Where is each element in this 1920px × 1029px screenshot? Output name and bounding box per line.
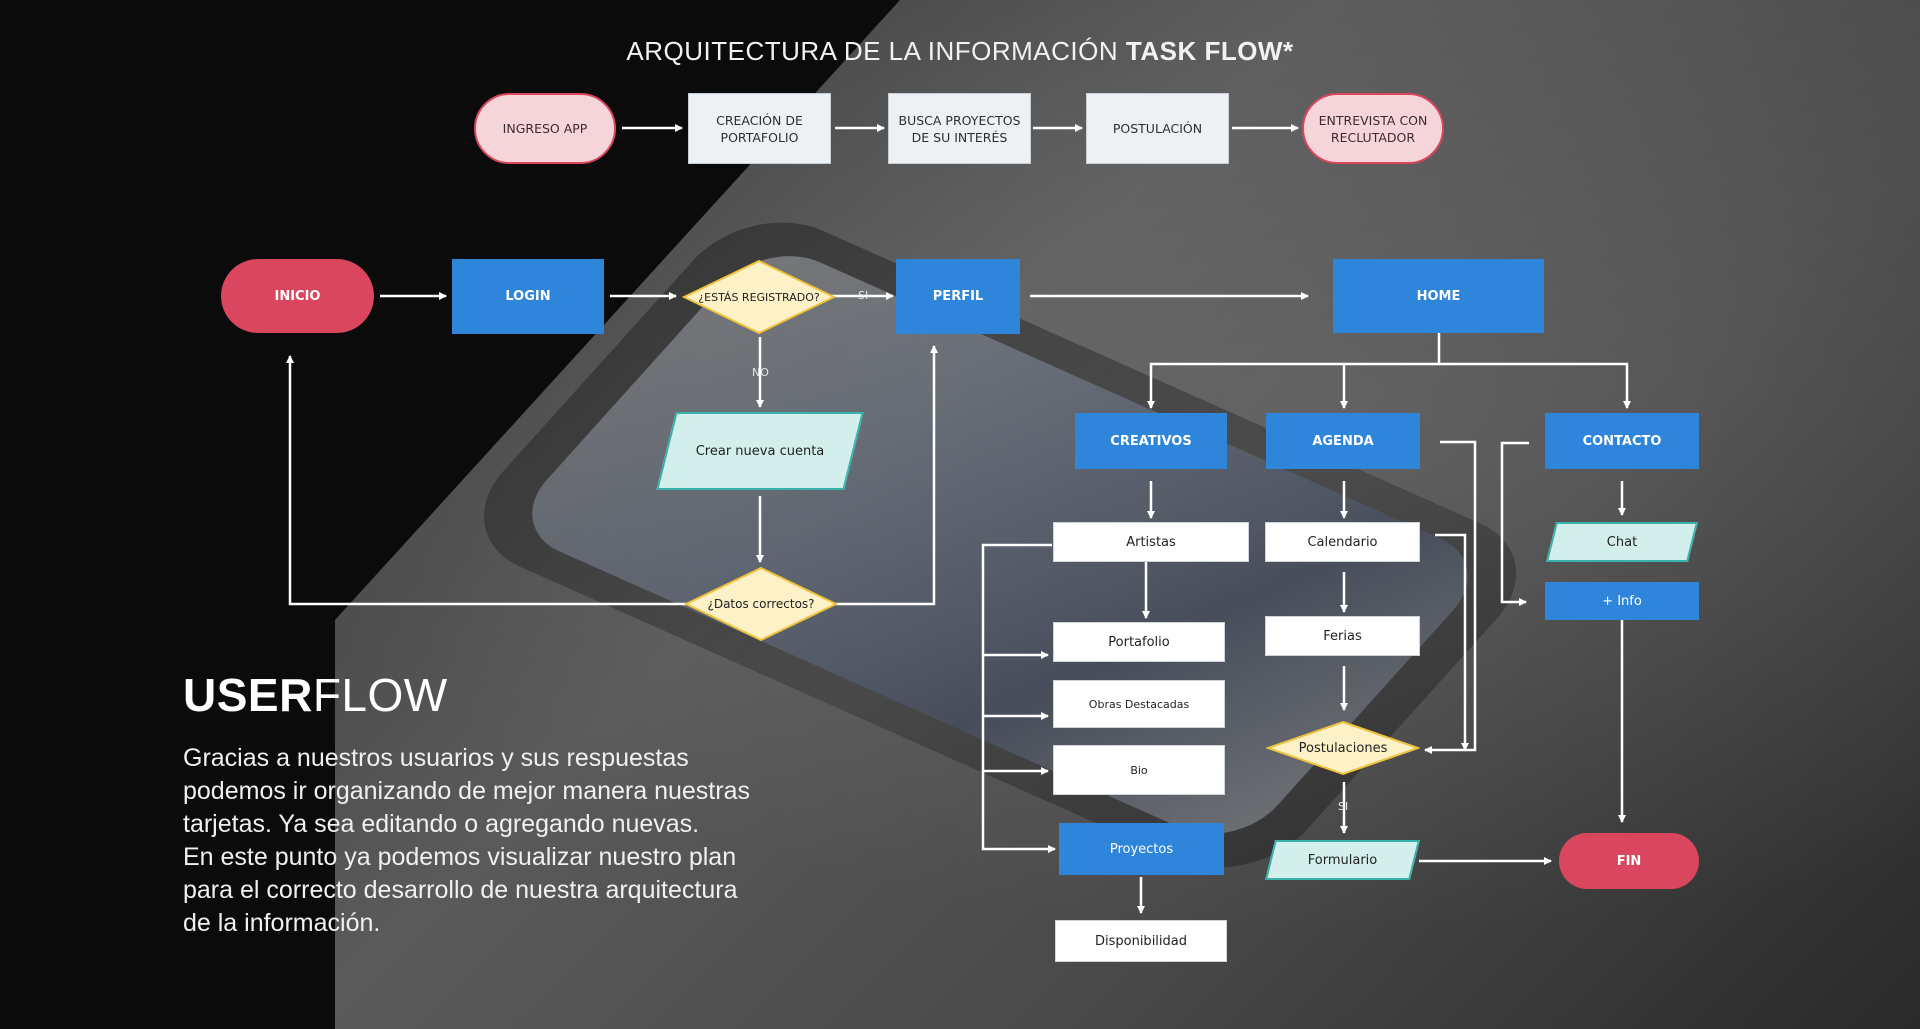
node-calendario: Calendario (1265, 522, 1420, 562)
node-info: + Info (1545, 582, 1699, 620)
node-chat: Chat (1546, 522, 1698, 562)
si-label: SI (858, 289, 869, 302)
si-label-2: SI (1338, 800, 1349, 813)
node-home: HOME (1333, 259, 1544, 333)
portafolio-label: Portafolio (1108, 634, 1170, 650)
ferias-label: Ferias (1323, 628, 1362, 644)
decision-diamond-shape (684, 566, 838, 642)
node-perfil: PERFIL (896, 259, 1020, 334)
task-entrevista: ENTREVISTA CON RECLUTADOR (1302, 93, 1444, 164)
task-busca-proyectos: BUSCA PROYECTOS DE SU INTERÉS (888, 93, 1031, 164)
registrado-label: ¿ESTÁS REGISTRADO? (698, 290, 820, 304)
node-login: LOGIN (452, 259, 604, 334)
page-title: ARQUITECTURA DE LA INFORMACIÓN TASK FLOW… (0, 36, 1920, 67)
bio-label: Bio (1130, 763, 1148, 777)
decision-datos-correctos: ¿Datos correctos? (684, 566, 838, 642)
node-inicio: INICIO (221, 259, 374, 333)
decision-registrado: ¿ESTÁS REGISTRADO? (682, 259, 836, 335)
decision-diamond-shape (1266, 720, 1420, 776)
title-bold: TASK FLOW* (1125, 36, 1294, 66)
task-creacion-portafolio: CREACIÓN DE PORTAFOLIO (688, 93, 831, 164)
postulaciones-label: Postulaciones (1298, 740, 1388, 756)
crear-cuenta-label: Crear nueva cuenta (695, 443, 825, 459)
chat-label: Chat (1606, 534, 1638, 550)
node-fin: FIN (1559, 833, 1699, 889)
title-light: ARQUITECTURA DE LA INFORMACIÓN (626, 36, 1119, 66)
task-ingreso-label: INGRESO APP (502, 121, 588, 136)
node-proyectos: Proyectos (1059, 823, 1224, 875)
task-postulacion: POSTULACIÓN (1086, 93, 1229, 164)
artistas-label: Artistas (1126, 534, 1176, 550)
userflow-heading: USERFLOW (183, 668, 448, 722)
node-crear-cuenta: Crear nueva cuenta (656, 412, 864, 490)
node-disponibilidad: Disponibilidad (1055, 920, 1227, 962)
proyectos-label: Proyectos (1109, 841, 1174, 857)
userflow-title-light: FLOW (312, 669, 448, 721)
task-busca-label: BUSCA PROYECTOS DE SU INTERÉS (898, 112, 1021, 145)
datos-correctos-label: ¿Datos correctos? (707, 596, 815, 611)
userflow-title-bold: USER (183, 669, 313, 721)
login-label: LOGIN (505, 289, 551, 304)
node-portafolio: Portafolio (1053, 622, 1225, 662)
perfil-label: PERFIL (932, 289, 984, 304)
node-bio: Bio (1053, 745, 1225, 795)
creativos-label: CREATIVOS (1110, 433, 1192, 449)
decision-diamond-shape (682, 259, 836, 335)
task-creacion-label: CREACIÓN DE PORTAFOLIO (716, 112, 803, 145)
task-ingreso-app: INGRESO APP (474, 93, 616, 164)
formulario-label: Formulario (1307, 852, 1378, 868)
agenda-label: AGENDA (1312, 433, 1374, 449)
home-label: HOME (1416, 288, 1461, 304)
node-contacto: CONTACTO (1545, 413, 1699, 469)
node-creativos: CREATIVOS (1075, 413, 1227, 469)
obras-label: Obras Destacadas (1088, 697, 1190, 711)
disponibilidad-label: Disponibilidad (1094, 933, 1187, 949)
node-obras-destacadas: Obras Destacadas (1053, 680, 1225, 728)
fin-label: FIN (1616, 853, 1642, 869)
decision-postulaciones: Postulaciones (1266, 720, 1420, 776)
task-entrevista-label: ENTREVISTA CON RECLUTADOR (1318, 112, 1428, 145)
node-agenda: AGENDA (1266, 413, 1420, 469)
task-postulacion-label: POSTULACIÓN (1112, 121, 1203, 136)
contacto-label: CONTACTO (1582, 433, 1662, 449)
node-formulario: Formulario (1265, 840, 1420, 880)
no-label: NO (752, 366, 769, 379)
calendario-label: Calendario (1307, 534, 1378, 550)
userflow-description: Gracias a nuestros usuarios y sus respue… (183, 744, 750, 937)
inicio-label: INICIO (274, 288, 321, 304)
node-ferias: Ferias (1265, 616, 1420, 656)
info-label: + Info (1602, 593, 1642, 609)
node-artistas: Artistas (1053, 522, 1249, 562)
